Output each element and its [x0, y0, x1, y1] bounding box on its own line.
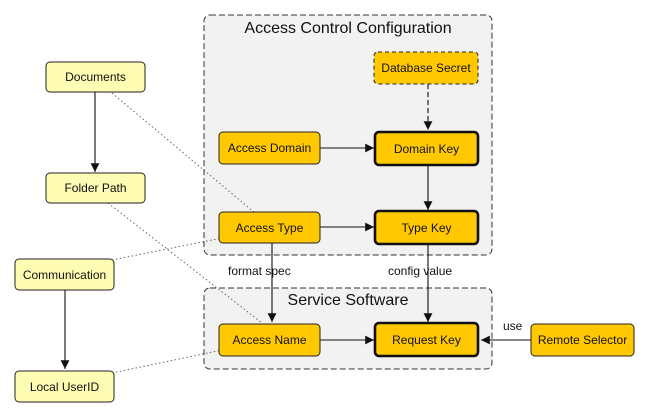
edge-localuserid-accessname	[111, 349, 223, 374]
edge-communication-accesstype	[111, 237, 223, 261]
node-domain-key[interactable]: Domain Key	[373, 130, 480, 167]
node-remote-selector[interactable]: Remote Selector	[530, 323, 635, 357]
edge-documents-accesstype	[111, 92, 256, 214]
node-access-domain[interactable]: Access Domain	[218, 131, 321, 165]
cluster-access-control-title: Access Control Configuration	[244, 20, 451, 37]
node-access-type-label: Access Type	[236, 221, 304, 235]
node-access-name[interactable]: Access Name	[218, 323, 321, 357]
node-domain-key-label: Domain Key	[394, 142, 459, 156]
node-documents-label: Documents	[65, 70, 126, 84]
node-request-key[interactable]: Request Key	[373, 321, 480, 358]
edge-label-config-value: config value	[388, 264, 452, 278]
cluster-service-software-title: Service Software	[288, 292, 409, 309]
node-communication-label: Communication	[23, 268, 106, 282]
node-database-secret[interactable]: Database Secret	[373, 51, 479, 85]
node-folder-path-label: Folder Path	[64, 181, 126, 195]
node-local-userid[interactable]: Local UserID	[14, 370, 115, 403]
node-access-type[interactable]: Access Type	[218, 211, 321, 244]
node-type-key-label: Type Key	[401, 221, 451, 235]
edge-label-use: use	[503, 319, 523, 333]
node-remote-selector-label: Remote Selector	[538, 333, 627, 347]
node-documents[interactable]: Documents	[45, 61, 146, 93]
node-folder-path[interactable]: Folder Path	[45, 172, 146, 204]
node-database-secret-label: Database Secret	[381, 61, 471, 75]
dotted-edges	[107, 92, 263, 374]
directed-edges	[60, 84, 531, 369]
node-access-name-label: Access Name	[232, 333, 306, 347]
node-communication[interactable]: Communication	[14, 258, 115, 291]
node-type-key[interactable]: Type Key	[373, 209, 480, 246]
node-local-userid-label: Local UserID	[30, 380, 100, 394]
edge-folderpath-accessname	[107, 202, 263, 324]
edge-label-format-spec: format spec	[228, 264, 291, 278]
node-access-domain-label: Access Domain	[228, 141, 311, 155]
node-request-key-label: Request Key	[392, 333, 461, 347]
